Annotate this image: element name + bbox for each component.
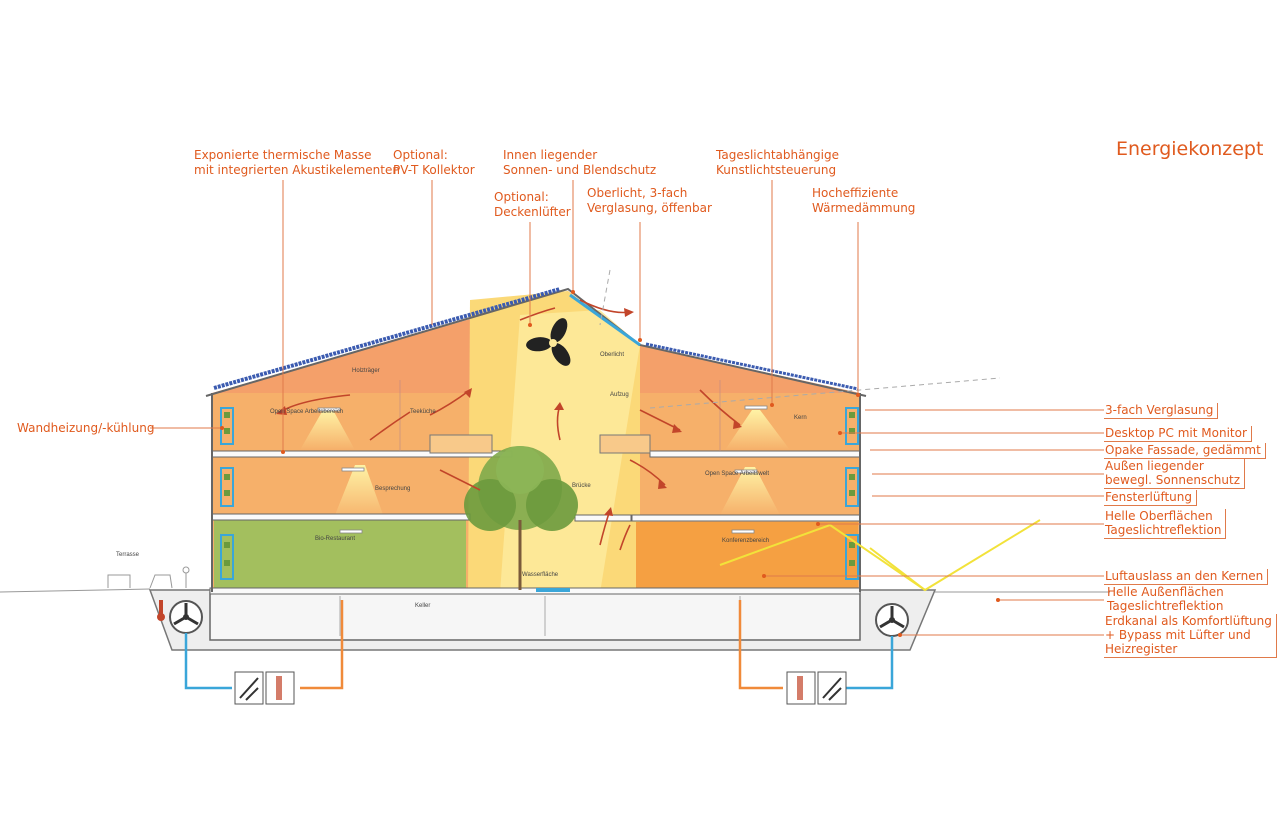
room-label: Teeküche [410, 409, 436, 415]
atrium-tree [464, 446, 578, 590]
ceiling-fan-icon [526, 318, 571, 366]
pvt-collector-right [645, 342, 859, 391]
conference-room [636, 522, 858, 592]
label-air-outlet: Luftauslass an den Kernen [1104, 569, 1269, 585]
room-label: Aufzug [610, 392, 629, 398]
wall-heating-panels [220, 407, 859, 580]
ceiling-lamps [317, 405, 768, 534]
room-label: Kern [794, 415, 807, 421]
label-daylight-control: Tageslichtabhängige Kunstlichtsteuerung [716, 148, 840, 177]
water-surface [536, 588, 570, 592]
diagram-title: Energiekonzept [1116, 138, 1264, 160]
earth-duct-right-icon [875, 603, 909, 637]
label-sun-shading: Außen liegender bewegl. Sonnenschutz [1104, 459, 1245, 489]
label-pvt-collector: Optional: PV-T Kollektor [393, 148, 475, 177]
bridge-slab [574, 514, 632, 522]
earth-duct-left-icon [169, 600, 203, 634]
ground-line-left [0, 588, 151, 593]
thermometer-icon [157, 600, 165, 621]
label-desktop-pc: Desktop PC mit Monitor [1104, 426, 1252, 442]
room-label: Terrasse [116, 552, 140, 558]
label-window-ventilation: Fensterlüftung [1104, 490, 1197, 506]
room-label: Keller [415, 603, 430, 609]
label-opaque-facade: Opake Fassade, gedämmt [1104, 443, 1266, 459]
label-triple-glazing: 3-fach Verglasung [1104, 403, 1219, 419]
label-insulation: Hocheffiziente Wärmedämmung [812, 186, 916, 215]
room-label: Brücke [572, 483, 591, 489]
label-glare-protection: Innen liegender Sonnen- und Blendschutz [503, 148, 657, 177]
basement [209, 591, 861, 641]
room-label: Holzträger [352, 368, 380, 374]
skylight-glazing [569, 293, 641, 347]
room-label: Bio-Restaurant [315, 536, 355, 542]
room-label: Wasserfläche [522, 572, 559, 578]
ventilation-pipes [184, 600, 894, 690]
room-label: Open Space Arbeitswelt [705, 471, 769, 477]
heat-exchanger-right-icon [786, 671, 847, 705]
leader-lines [150, 180, 1104, 636]
light-beam [333, 465, 385, 520]
room-label: Oberlicht [600, 352, 624, 358]
room-label: Besprechung [375, 486, 410, 492]
room-label: Open Space Arbeitsbereich [270, 409, 343, 415]
heat-exchanger-left-icon [234, 671, 295, 705]
label-thermal-mass: Exponierte thermische Masse mit integrie… [194, 148, 400, 177]
roof-line [205, 287, 867, 397]
label-bright-exterior: Helle Außenflächen Tageslichtreflektion [1107, 585, 1224, 613]
label-ceiling-fan: Optional: Deckenlüfter [494, 190, 571, 219]
reflection-rays [719, 519, 1041, 592]
label-wall-heating: Wandheizung/-kühlung [17, 421, 155, 435]
terrace-furniture [107, 566, 190, 589]
room-label: Konferenzbereich [722, 538, 769, 544]
label-bright-surfaces: Helle Oberflächen Tageslichtreflektion [1104, 509, 1227, 539]
label-skylight: Oberlicht, 3-fach Verglasung, öffenbar [587, 186, 712, 215]
label-earth-duct: Erdkanal als Komfortlüftung + Bypass mit… [1104, 614, 1277, 658]
